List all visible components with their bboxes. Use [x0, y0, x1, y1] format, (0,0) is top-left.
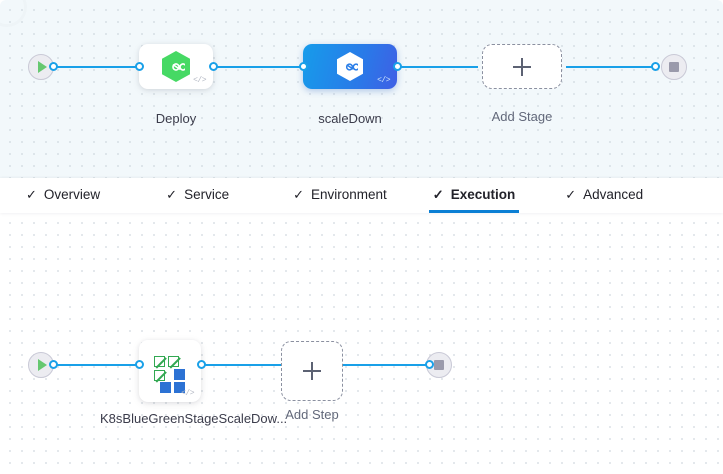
edge-step-to-addstep	[200, 364, 282, 366]
port-start-out[interactable]	[49, 62, 58, 71]
port-scaledown-in[interactable]	[299, 62, 308, 71]
check-icon: ✓	[565, 187, 577, 202]
check-icon: ✓	[432, 187, 444, 202]
add-stage-label: Add Stage	[491, 109, 553, 124]
tab-label: Environment	[311, 187, 387, 202]
stage-label-scaledown: scaleDown	[318, 111, 382, 126]
add-step-label: Add Step	[285, 407, 339, 422]
canvas-corner-decoration	[0, 0, 24, 24]
add-step-button[interactable]	[281, 341, 343, 401]
stage-node-deploy[interactable]: </>	[139, 44, 213, 89]
play-icon	[38, 359, 47, 371]
tab-label: Advanced	[583, 187, 644, 202]
port-exec-end-in[interactable]	[425, 360, 434, 369]
stop-icon	[434, 360, 444, 370]
port-deploy-out[interactable]	[209, 62, 218, 71]
pipeline-end-node[interactable]	[661, 54, 687, 80]
tab-label: Execution	[450, 187, 516, 202]
code-badge-icon: </>	[181, 389, 194, 398]
tab-execution[interactable]: ✓ Execution	[428, 179, 520, 213]
edge-addstep-to-end	[343, 364, 429, 366]
code-badge-icon: </>	[377, 76, 390, 85]
kubernetes-grid-icon	[152, 354, 188, 393]
port-deploy-in[interactable]	[135, 62, 144, 71]
tab-service[interactable]: ✓ Service	[162, 179, 233, 213]
tab-advanced[interactable]: ✓ Advanced	[561, 179, 647, 213]
tab-label: Overview	[43, 187, 101, 202]
port-scaledown-out[interactable]	[393, 62, 402, 71]
stage-graph-canvas[interactable]: </> Deploy </> scaleDown Add Stage	[0, 0, 723, 178]
execution-start-node[interactable]	[28, 352, 54, 378]
step-label: K8sBlueGreenStageScaleDow...	[100, 411, 288, 426]
tab-environment[interactable]: ✓ Environment	[289, 179, 391, 213]
check-icon: ✓	[293, 187, 304, 202]
add-stage-button[interactable]	[482, 44, 562, 89]
execution-graph-canvas[interactable]: </> K8sBlueGreenStageScaleDow... Add Ste…	[0, 213, 723, 474]
port-step-out[interactable]	[197, 360, 206, 369]
plus-icon	[513, 57, 531, 76]
edge-addstage-to-end	[566, 66, 654, 68]
edge-scaledown-to-addstage	[396, 66, 478, 68]
code-badge-icon: </>	[193, 76, 206, 85]
stage-config-tabbar: ✓ Overview ✓ Service ✓ Environment ✓ Exe…	[0, 178, 723, 213]
port-end-in[interactable]	[651, 62, 660, 71]
tab-overview[interactable]: ✓ Overview	[22, 179, 104, 213]
stop-icon	[669, 62, 679, 72]
harness-hexagon-green-icon	[162, 51, 190, 82]
stage-node-scaledown[interactable]: </>	[303, 44, 397, 89]
edge-start-to-deploy	[52, 66, 144, 68]
stage-label-deploy: Deploy	[155, 111, 197, 126]
check-icon: ✓	[166, 187, 178, 202]
edge-deploy-to-scaledown	[212, 66, 308, 68]
play-icon	[38, 61, 47, 73]
port-exec-start-out[interactable]	[49, 360, 58, 369]
step-node-k8sbluegreenstagescaledown[interactable]: </>	[139, 340, 201, 402]
plus-icon	[303, 362, 321, 380]
check-icon: ✓	[26, 187, 37, 202]
tab-label: Service	[184, 187, 230, 202]
port-step-in[interactable]	[135, 360, 144, 369]
harness-hexagon-white-icon	[337, 52, 363, 81]
edge-start-to-step	[52, 364, 138, 366]
